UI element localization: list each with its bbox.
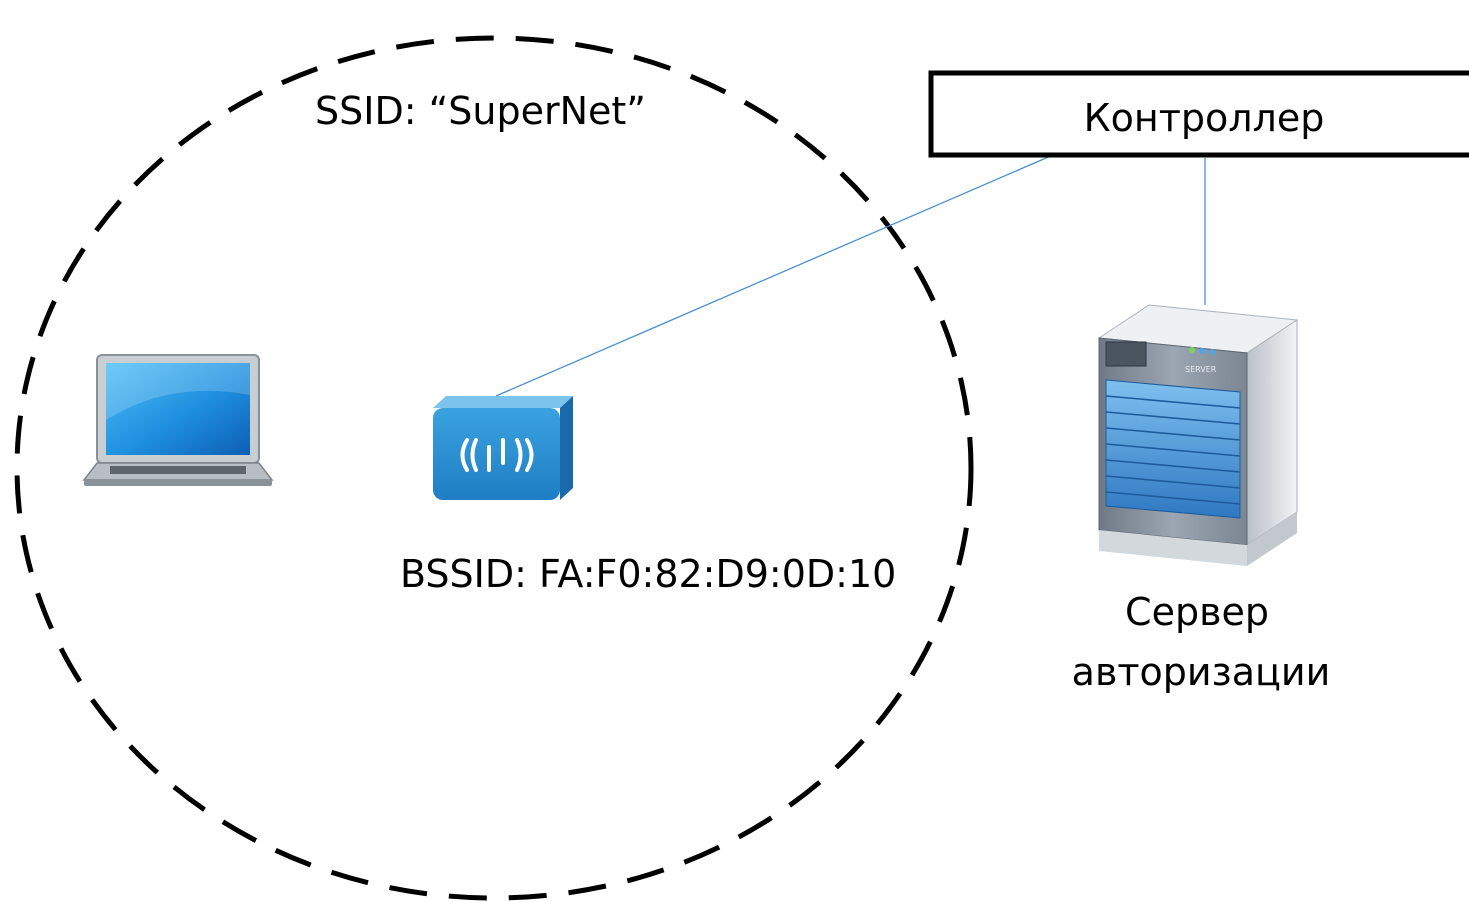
wireless-access-point-icon[interactable]: [433, 396, 573, 500]
controller-box: [928, 70, 1469, 158]
server-label-line2: авторизации: [1072, 650, 1331, 694]
server-label-line1: Сервер: [1125, 590, 1269, 634]
controller-label: Контроллер: [1084, 96, 1325, 140]
laptop-icon[interactable]: [82, 354, 274, 486]
server-icon[interactable]: SERVER: [1097, 304, 1299, 566]
link-ap-to-controller: [495, 154, 1054, 397]
server-badge: SERVER: [1185, 365, 1217, 374]
controller[interactable]: Контроллер: [928, 70, 1469, 158]
bssid-label: BSSID: FA:F0:82:D9:0D:10: [400, 552, 896, 596]
wireless-coverage-area: [14, 35, 974, 901]
ssid-label: SSID: “SuperNet”: [315, 89, 646, 133]
